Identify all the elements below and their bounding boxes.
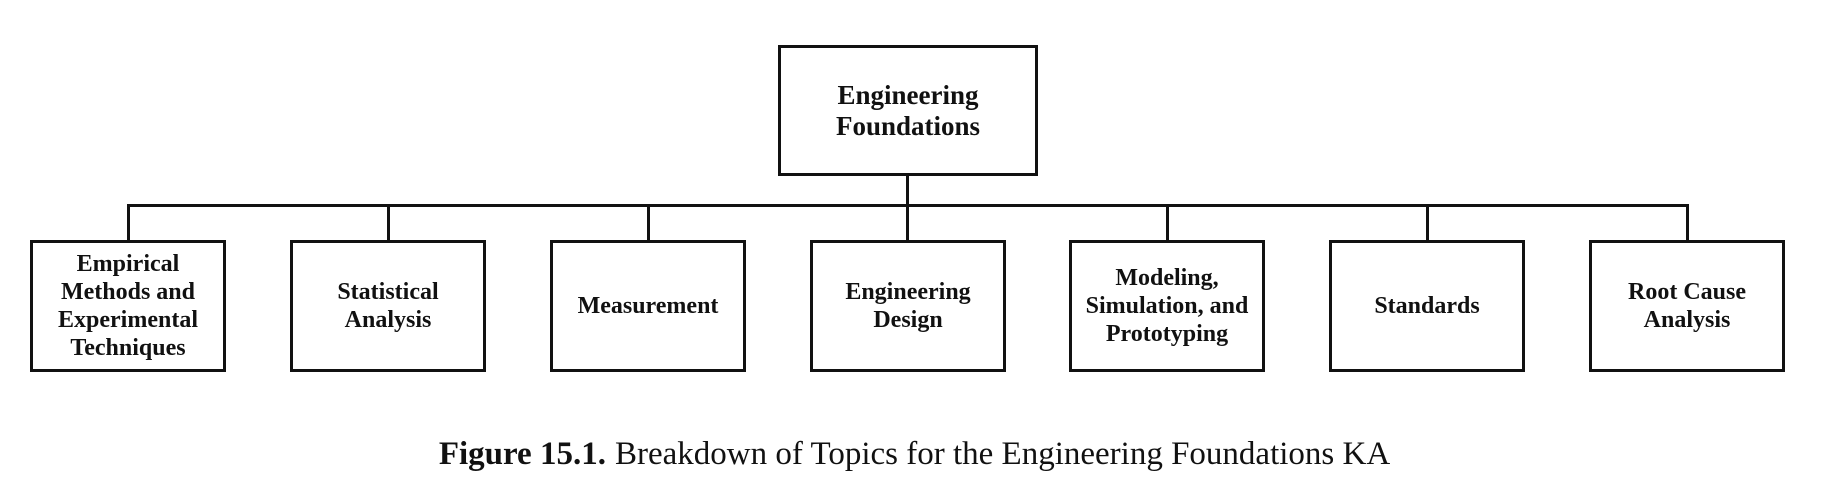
connector-drop-5 [1166, 204, 1169, 240]
node-label: Measurement [577, 293, 719, 319]
node-label: Root Cause Analysis [1628, 279, 1746, 333]
node-label: Statistical Analysis [337, 279, 439, 333]
connector-root-stem [906, 176, 909, 207]
connector-drop-2 [387, 204, 390, 240]
node-label: Empirical Methods and Experimental Techn… [58, 251, 198, 361]
node-measurement: Measurement [550, 240, 746, 372]
node-label: Standards [1374, 293, 1480, 319]
node-root-cause-analysis: Root Cause Analysis [1589, 240, 1785, 372]
connector-drop-4 [906, 204, 909, 240]
node-label: Engineering Foundations [835, 79, 981, 141]
figure-caption-number: Figure 15.1. [438, 436, 606, 472]
figure-caption: Figure 15.1.Breakdown of Topics for the … [0, 434, 1829, 474]
node-label: Modeling, Simulation, and Prototyping [1085, 265, 1249, 347]
node-statistical-analysis: Statistical Analysis [290, 240, 486, 372]
connector-drop-1 [127, 204, 130, 240]
node-standards: Standards [1329, 240, 1525, 372]
node-modeling-simulation-prototyping: Modeling, Simulation, and Prototyping [1069, 240, 1265, 372]
node-label: Engineering Design [845, 279, 971, 333]
connector-drop-7 [1686, 204, 1689, 240]
node-empirical-methods-experimental-techniques: Empirical Methods and Experimental Techn… [30, 240, 226, 372]
node-engineering-foundations: Engineering Foundations [778, 45, 1038, 176]
node-engineering-design: Engineering Design [810, 240, 1006, 372]
connector-drop-6 [1426, 204, 1429, 240]
connector-drop-3 [647, 204, 650, 240]
figure-caption-text: Breakdown of Topics for the Engineering … [614, 436, 1391, 472]
